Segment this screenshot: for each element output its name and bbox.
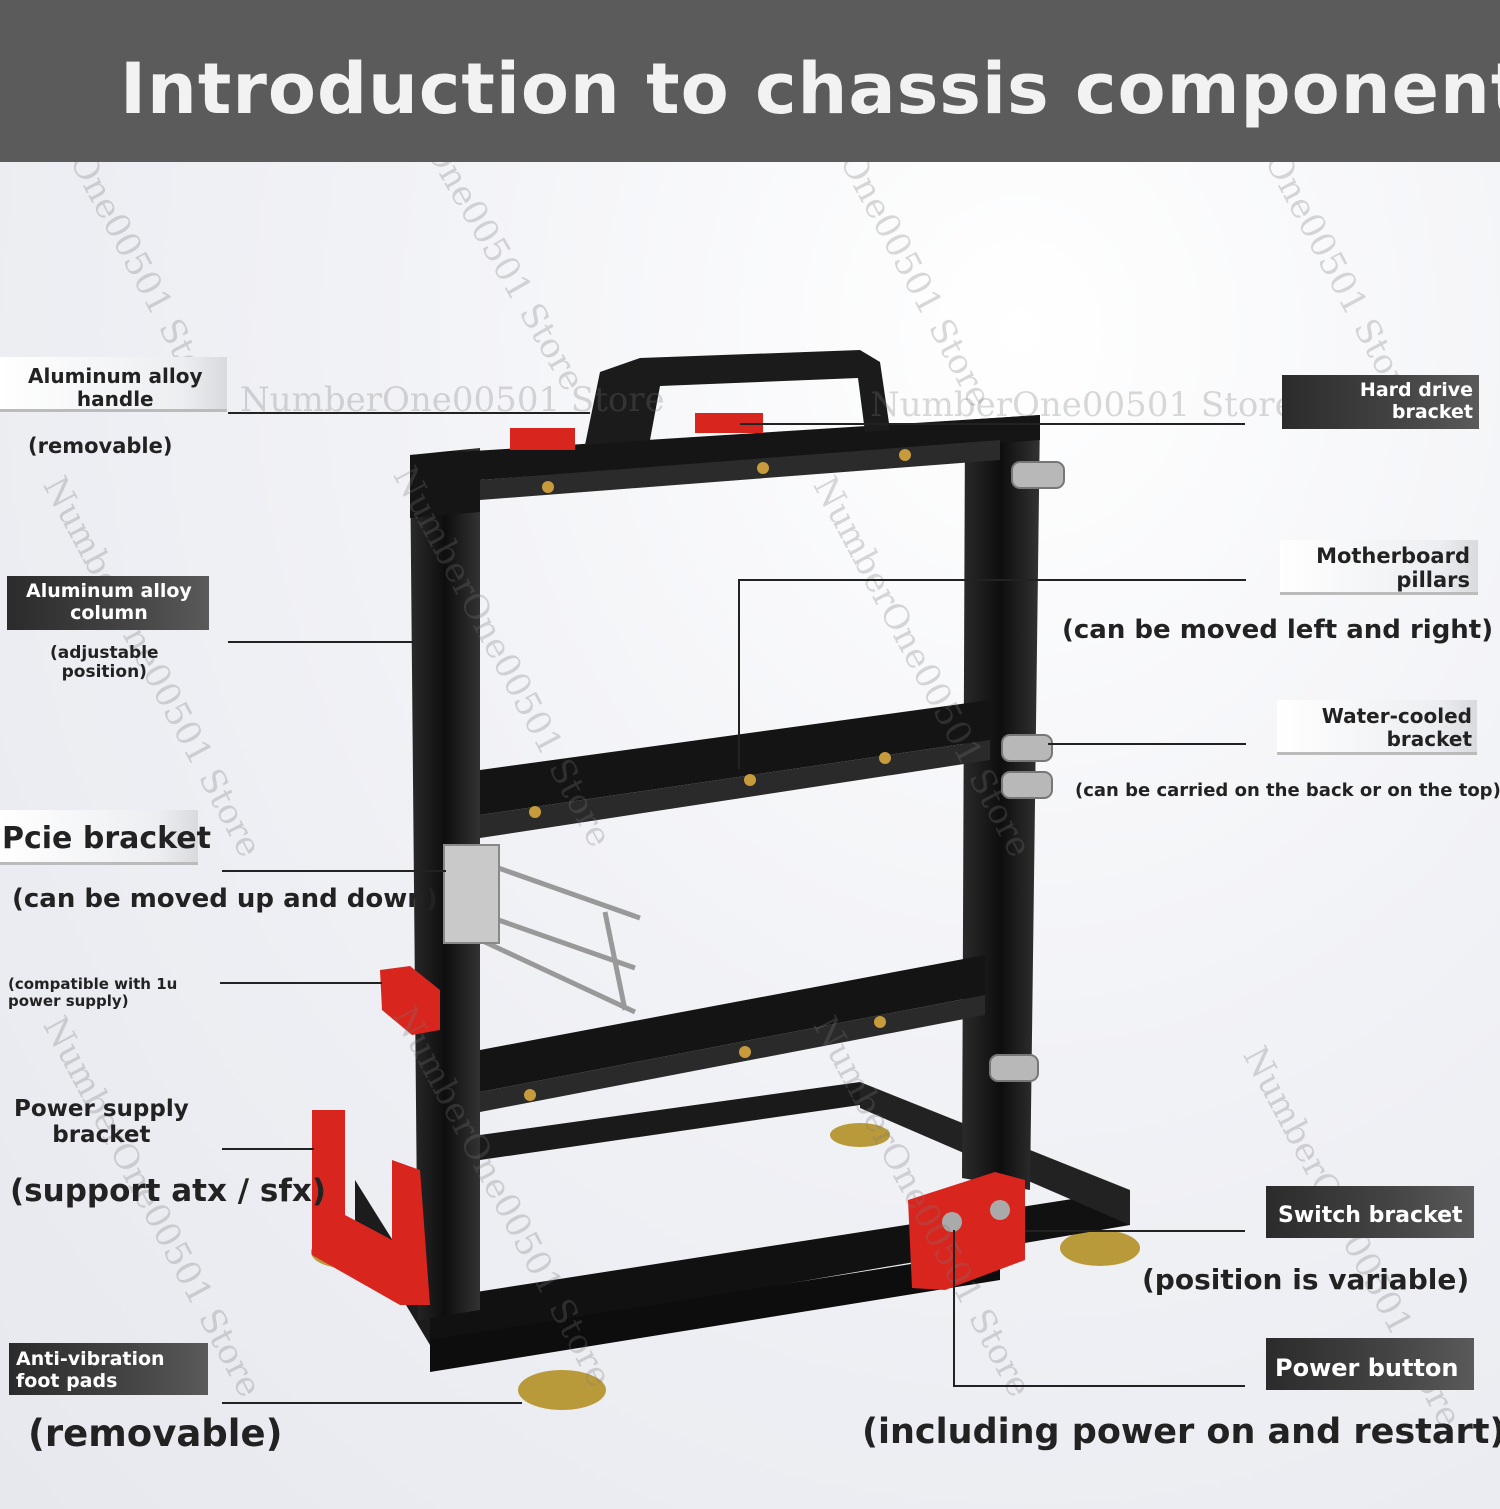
middle-bar-1: [480, 700, 990, 815]
label-box-pillars: [1280, 540, 1478, 595]
leader-line-psu: [222, 1148, 314, 1150]
label-column-name: Aluminum alloy column: [26, 580, 192, 624]
label-box-power: [1266, 1338, 1474, 1390]
label-feet-note: (removable): [28, 1412, 283, 1455]
red-clip: [695, 413, 763, 433]
leader-line-psu-small: [220, 982, 382, 984]
leader-line-power-h: [953, 1385, 1245, 1387]
label-hdd-name: Hard drive bracket: [1359, 379, 1473, 423]
leader-line-switch: [1025, 1230, 1245, 1232]
watermark: NumberOne00501 Store: [870, 385, 1295, 425]
base-rail-back: [480, 1082, 860, 1160]
label-handle-note: (removable): [28, 434, 173, 458]
label-column-note: (adjustable position): [50, 643, 159, 682]
label-pillars-name: Motherboard pillars: [1316, 544, 1470, 593]
label-psu-note: (support atx / sfx): [10, 1173, 327, 1209]
leader-line-pillars-v: [738, 579, 740, 769]
leader-line-feet: [222, 1402, 522, 1404]
label-box-pcie: [0, 810, 198, 865]
leader-line-power-v: [953, 1230, 955, 1387]
leader-line-column: [228, 641, 414, 643]
standoff: [524, 1089, 536, 1101]
label-psu-name: Power supply bracket: [14, 1096, 189, 1149]
label-switch-name: Switch bracket: [1278, 1203, 1463, 1228]
label-pillars-note: (can be moved left and right): [1062, 615, 1494, 645]
switch-button: [942, 1212, 962, 1232]
standoff: [744, 774, 756, 786]
label-box-handle: [0, 357, 227, 412]
label-pcie-name: Pcie bracket: [2, 821, 211, 856]
standoff: [739, 1046, 751, 1058]
leader-line-hdd: [740, 423, 1245, 425]
middle-bar-1b: [480, 740, 990, 838]
header-bar: Introduction to chassis components: [0, 0, 1500, 162]
foot-pad: [518, 1370, 606, 1410]
standoff: [529, 806, 541, 818]
hdd-bracket-tab: [1011, 461, 1065, 489]
middle-bar-2b: [480, 995, 985, 1112]
label-box-switch: [1266, 1186, 1474, 1238]
label-water-name: Water-cooled bracket: [1321, 704, 1472, 751]
leader-line-pillars-h: [738, 579, 1246, 581]
page-title: Introduction to chassis components: [120, 48, 1500, 130]
standoff: [757, 462, 769, 474]
base-rail-front-2: [430, 1250, 1000, 1372]
foot-pad: [830, 1123, 890, 1147]
top-bar: [410, 415, 1040, 518]
label-switch-note: (position is variable): [1142, 1263, 1470, 1296]
side-tab: [989, 1054, 1039, 1082]
watermark: NumberOne00501 Store: [240, 380, 665, 420]
leader-line-pcie: [222, 870, 446, 872]
handle: [585, 350, 890, 445]
leader-line-handle: [228, 412, 590, 414]
label-pcie-note: (can be moved up and down): [12, 884, 438, 914]
red-clip: [510, 428, 575, 450]
label-box-water: [1277, 700, 1477, 755]
psu-bracket-red: [312, 1110, 430, 1305]
standoff: [874, 1016, 886, 1028]
label-box-feet: [9, 1343, 208, 1395]
label-power-note: (including power on and restart): [862, 1412, 1500, 1452]
label-box-column: [7, 576, 209, 630]
label-water-note: (can be carried on the back or on the to…: [1075, 780, 1500, 801]
middle-bar-2: [480, 955, 985, 1092]
foot-pad: [1060, 1230, 1140, 1266]
label-box-hdd: [1282, 375, 1479, 429]
standoff: [542, 481, 554, 493]
label-feet-name: Anti-vibration foot pads: [16, 1348, 165, 1392]
label-power-name: Power button: [1275, 1354, 1459, 1382]
leader-line-water: [1048, 743, 1246, 745]
label-handle-name: Aluminum alloy handle: [28, 364, 203, 411]
standoff: [899, 449, 911, 461]
water-bracket-tab: [1001, 734, 1053, 762]
switch-button: [990, 1200, 1010, 1220]
pcie-plate: [443, 844, 500, 944]
red-psu-clip: [380, 966, 440, 1035]
top-bar-inner: [480, 440, 1000, 500]
water-bracket-tab: [1001, 771, 1053, 799]
label-psu-small-note: (compatible with 1u power supply): [8, 975, 178, 1010]
standoff: [879, 752, 891, 764]
